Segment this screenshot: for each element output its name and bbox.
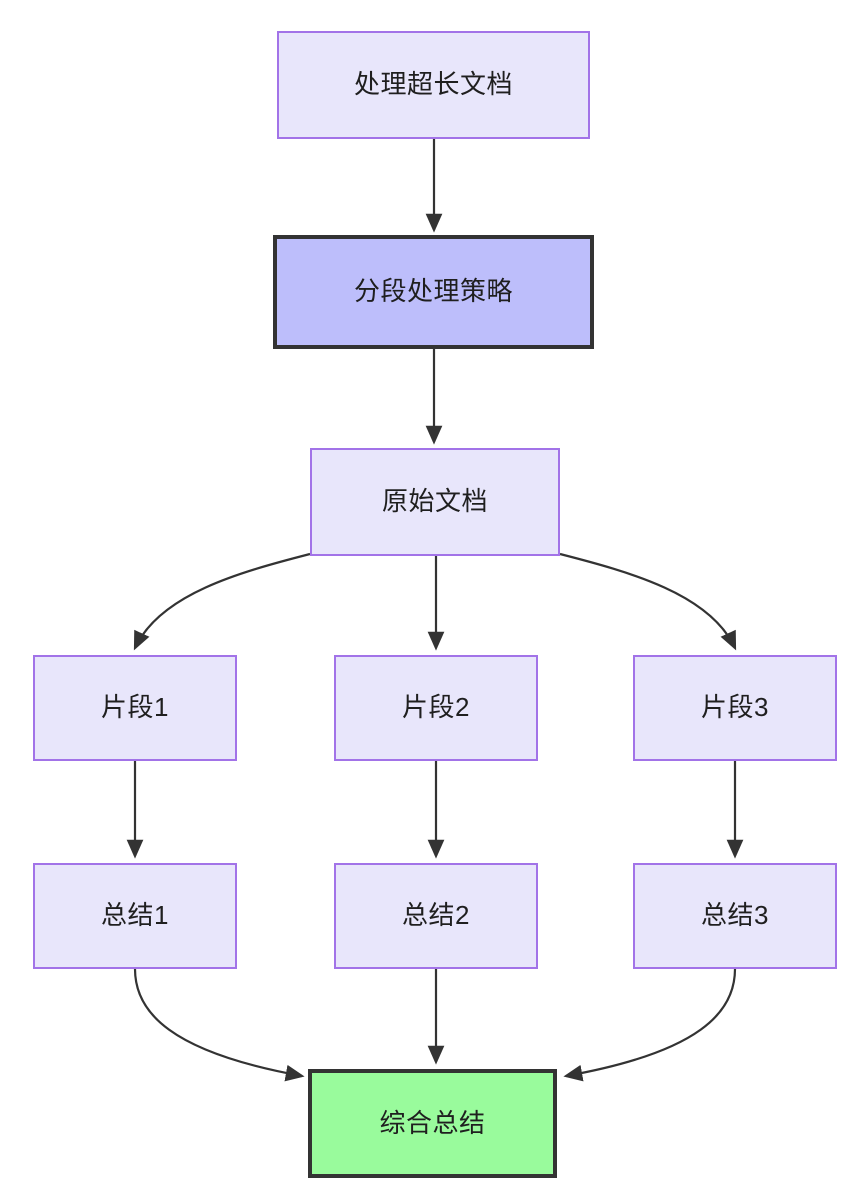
node-process-long-doc[interactable]: 处理超长文档 <box>277 31 590 139</box>
node-label: 片段3 <box>701 692 769 723</box>
node-label: 分段处理策略 <box>353 276 513 307</box>
node-label: 片段2 <box>402 692 470 723</box>
node-label: 综合总结 <box>379 1107 486 1138</box>
node-fragment-3[interactable]: 片段3 <box>633 655 837 761</box>
edge-original-doc-to-fragment-3 <box>559 552 737 651</box>
node-label: 处理超长文档 <box>353 69 513 100</box>
node-label: 总结3 <box>701 900 769 931</box>
edge-original-doc-to-fragment-1 <box>133 552 311 651</box>
edge-summary-3-to-final-summary <box>563 968 737 1082</box>
node-final-summary[interactable]: 综合总结 <box>308 1069 557 1178</box>
node-fragment-2[interactable]: 片段2 <box>334 655 538 761</box>
node-fragment-1[interactable]: 片段1 <box>33 655 237 761</box>
node-summary-2[interactable]: 总结2 <box>334 863 538 969</box>
node-summary-1[interactable]: 总结1 <box>33 863 237 969</box>
node-label: 总结1 <box>101 900 169 931</box>
node-chunk-strategy[interactable]: 分段处理策略 <box>273 235 594 349</box>
node-label: 片段1 <box>101 692 169 723</box>
edge-summary-1-to-final-summary <box>133 968 305 1082</box>
node-summary-3[interactable]: 总结3 <box>633 863 837 969</box>
node-label: 总结2 <box>402 900 470 931</box>
node-original-doc[interactable]: 原始文档 <box>310 448 560 556</box>
node-label: 原始文档 <box>381 486 488 517</box>
